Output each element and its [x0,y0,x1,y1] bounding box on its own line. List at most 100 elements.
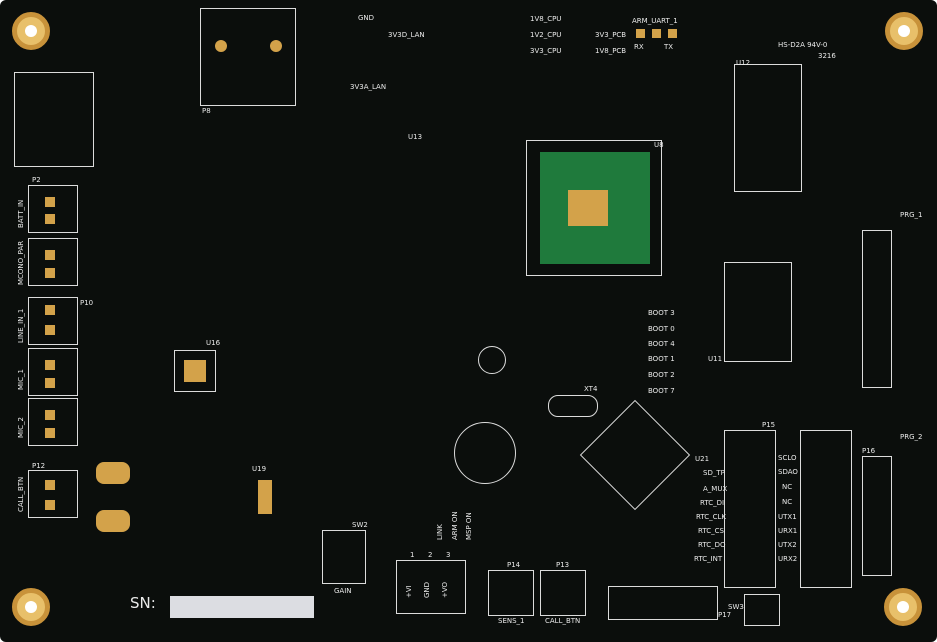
pad [45,378,55,388]
tp-label-3v3-cpu: 3V3_CPU [530,47,562,55]
pin-number: 1 [410,551,415,559]
pad [215,40,227,52]
pad [636,29,645,38]
p15-label: SD_TP [703,469,725,477]
ref-u19: U19 [252,465,267,473]
ref-p2: P2 [32,176,41,184]
chip-outline-u12 [734,64,802,192]
label-call-btn-2: CALL_BTN [545,617,581,625]
pad [45,410,55,420]
chip-outline-u8 [526,140,662,276]
label-tx: TX [664,43,674,51]
boot-label: BOOT 1 [648,355,675,363]
boot-label: BOOT 7 [648,387,675,395]
ref-p13: P13 [556,561,570,569]
tp-label-1v2-cpu: 1V2_CPU [530,31,562,39]
tp-label-3v3d-lan: 3V3D_LAN [388,31,425,39]
header-outline-prg1 [862,230,892,388]
p15b-label: SDAO [778,468,798,476]
mounting-hole-top-right [885,12,923,50]
switch-outline-sw3 [744,594,780,626]
p15b-label: NC [782,498,793,506]
tp-label-3v3a-lan: 3V3A_LAN [350,83,387,91]
mounting-hole-bottom-right [884,588,922,626]
manufacturer-mark: HS-D2A 94V-0 [778,41,828,49]
label-rx: RX [634,43,644,51]
label-mic-1: MIC_1 [17,369,25,390]
pad [45,250,55,260]
header-outline-p15a [724,430,776,588]
label-mono-par: MCONO_PAR [17,240,25,285]
label-sens-1: SENS_1 [498,617,525,625]
tp-label-1v8-cpu: 1V8_CPU [530,15,562,23]
tp-label-gnd: GND [358,14,375,22]
label-mic-2: MIC_2 [17,417,25,438]
label-gain: GAIN [334,587,352,595]
p15-label: RTC_INT [694,555,723,563]
ref-xt4: XT4 [584,385,598,393]
switch-outline [478,346,506,374]
header-outline-p17 [608,586,718,620]
power-pin-label: +VI [405,585,413,598]
power-pin-label: GND [423,581,431,598]
p15b-label: NC [782,483,793,491]
p15b-label: UTX2 [778,541,797,549]
ref-p14: P14 [507,561,521,569]
side-label: LINK [436,524,444,540]
ref-u13: U13 [408,133,423,141]
connector-outline-call [28,470,78,518]
inductor-pad [96,510,130,532]
pad [668,29,677,38]
pad [45,305,55,315]
chip-outline-u11 [724,262,792,362]
ref-p10: P10 [80,299,94,307]
p15b-label: SCLO [778,454,797,462]
date-code: 3216 [818,52,836,60]
label-batt-in: BATT_IN [17,199,25,228]
pin-number: 3 [446,551,451,559]
connector-outline-p13 [540,570,586,616]
p15b-label: UTX1 [778,513,797,521]
mounting-hole-top-left [12,12,50,50]
inductor-pad [96,462,130,484]
regulator-outline [396,560,466,614]
pad [258,480,272,514]
label-prg-1: PRG_1 [900,211,923,219]
connector-outline-line [28,297,78,345]
crystal-outline-xt4 [548,395,598,417]
pad [45,325,55,335]
connector-outline-mono [28,238,78,286]
serial-number-box [170,596,314,618]
ref-p8: P8 [202,107,211,115]
p15b-label: URX2 [778,555,798,563]
p15-label: RTC_DO [698,541,726,549]
connector-outline-batt [28,185,78,233]
ref-p17: P17 [718,611,732,619]
connector-outline-p14 [488,570,534,616]
pad [270,40,282,52]
exposed-pad-u8 [568,190,608,226]
chip-outline-u21 [579,399,691,511]
power-pin-label: +VO [441,581,449,598]
pad [45,268,55,278]
p15b-label: URX1 [778,527,798,535]
pad [45,480,55,490]
ref-p12: P12 [32,462,46,470]
boot-label: BOOT 2 [648,371,675,379]
label-arm-uart: ARM_UART_1 [632,17,678,25]
p15-label: RTC_DI [700,499,725,507]
p15-label: RTC_CS [698,527,724,535]
boot-label: BOOT 0 [648,325,675,333]
exposed-pad-u16 [184,360,206,382]
connector-outline-mic1 [28,348,78,396]
boot-label: BOOT 3 [648,309,675,317]
ref-sw2: SW2 [352,521,368,529]
p15-label: RTC_CLK [696,513,726,521]
pad [652,29,661,38]
label-prg-2: PRG_2 [900,433,923,441]
tp-label-1v8-pcb: 1V8_PCB [595,47,627,55]
pad [45,214,55,224]
header-outline-p15b [800,430,852,588]
ref-u16: U16 [206,339,221,347]
